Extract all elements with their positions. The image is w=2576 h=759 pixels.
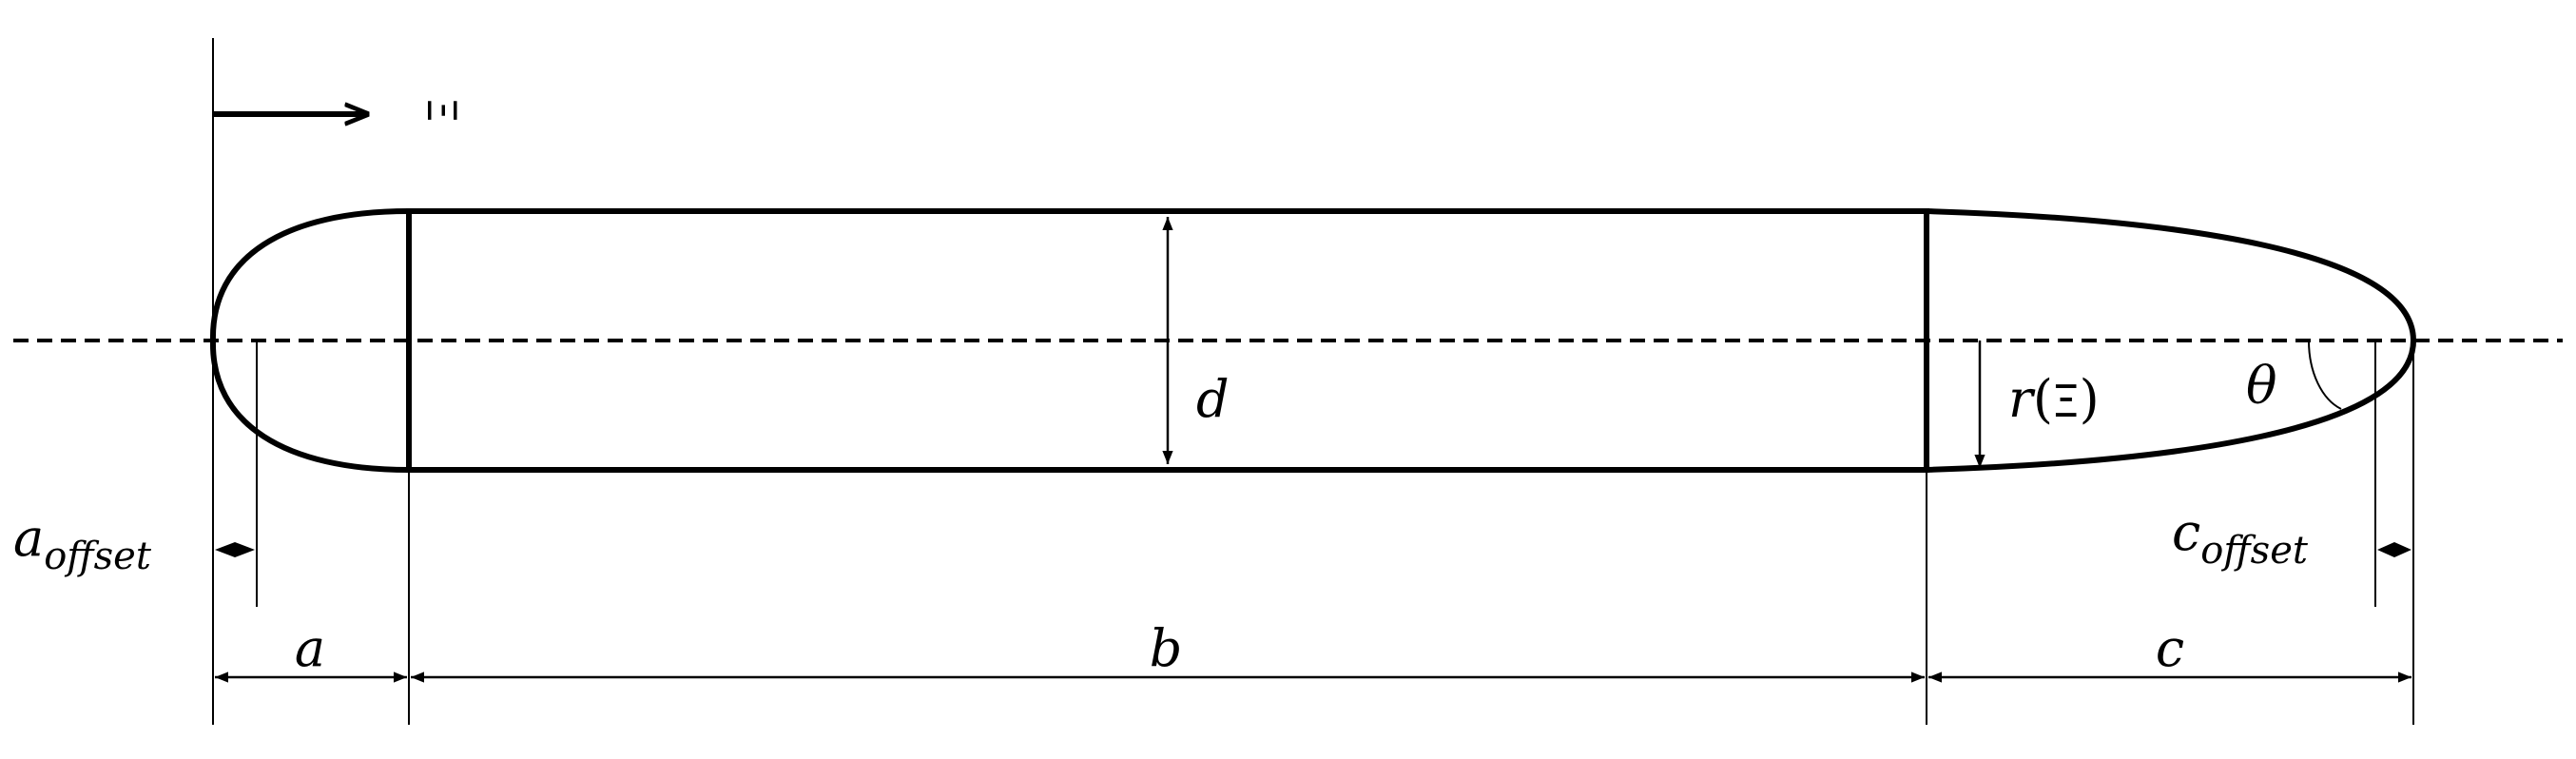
c-offset-subscript: offset bbox=[2200, 529, 2309, 573]
length-b-label: b bbox=[1150, 618, 1183, 678]
radius-close-paren: ) bbox=[2080, 369, 2100, 429]
tail-angle-label: θ bbox=[2246, 356, 2277, 416]
a-offset-base-text: a bbox=[13, 508, 44, 568]
a-offset-subscript: offset bbox=[44, 535, 152, 578]
c-offset-marker bbox=[2377, 542, 2411, 557]
c-offset-label: coffset bbox=[2172, 502, 2309, 573]
a-offset-marker bbox=[215, 542, 255, 557]
tail-angle-arc bbox=[2308, 340, 2342, 410]
a-offset-label: aoffset bbox=[13, 508, 152, 578]
c-offset-base-text: c bbox=[2172, 502, 2200, 562]
radius-open-paren: ( bbox=[2033, 369, 2053, 429]
diameter-label: d bbox=[1196, 369, 1230, 429]
radius-label: r(Ξ) bbox=[2008, 369, 2100, 429]
parallel-midbody bbox=[406, 208, 1929, 473]
radius-function-text: r bbox=[2008, 369, 2036, 429]
radius-argument-text: Ξ bbox=[2053, 376, 2080, 427]
length-c-label: c bbox=[2156, 618, 2184, 678]
length-a-label: a bbox=[295, 618, 325, 678]
flow-symbol-label: Ξ bbox=[418, 98, 465, 122]
